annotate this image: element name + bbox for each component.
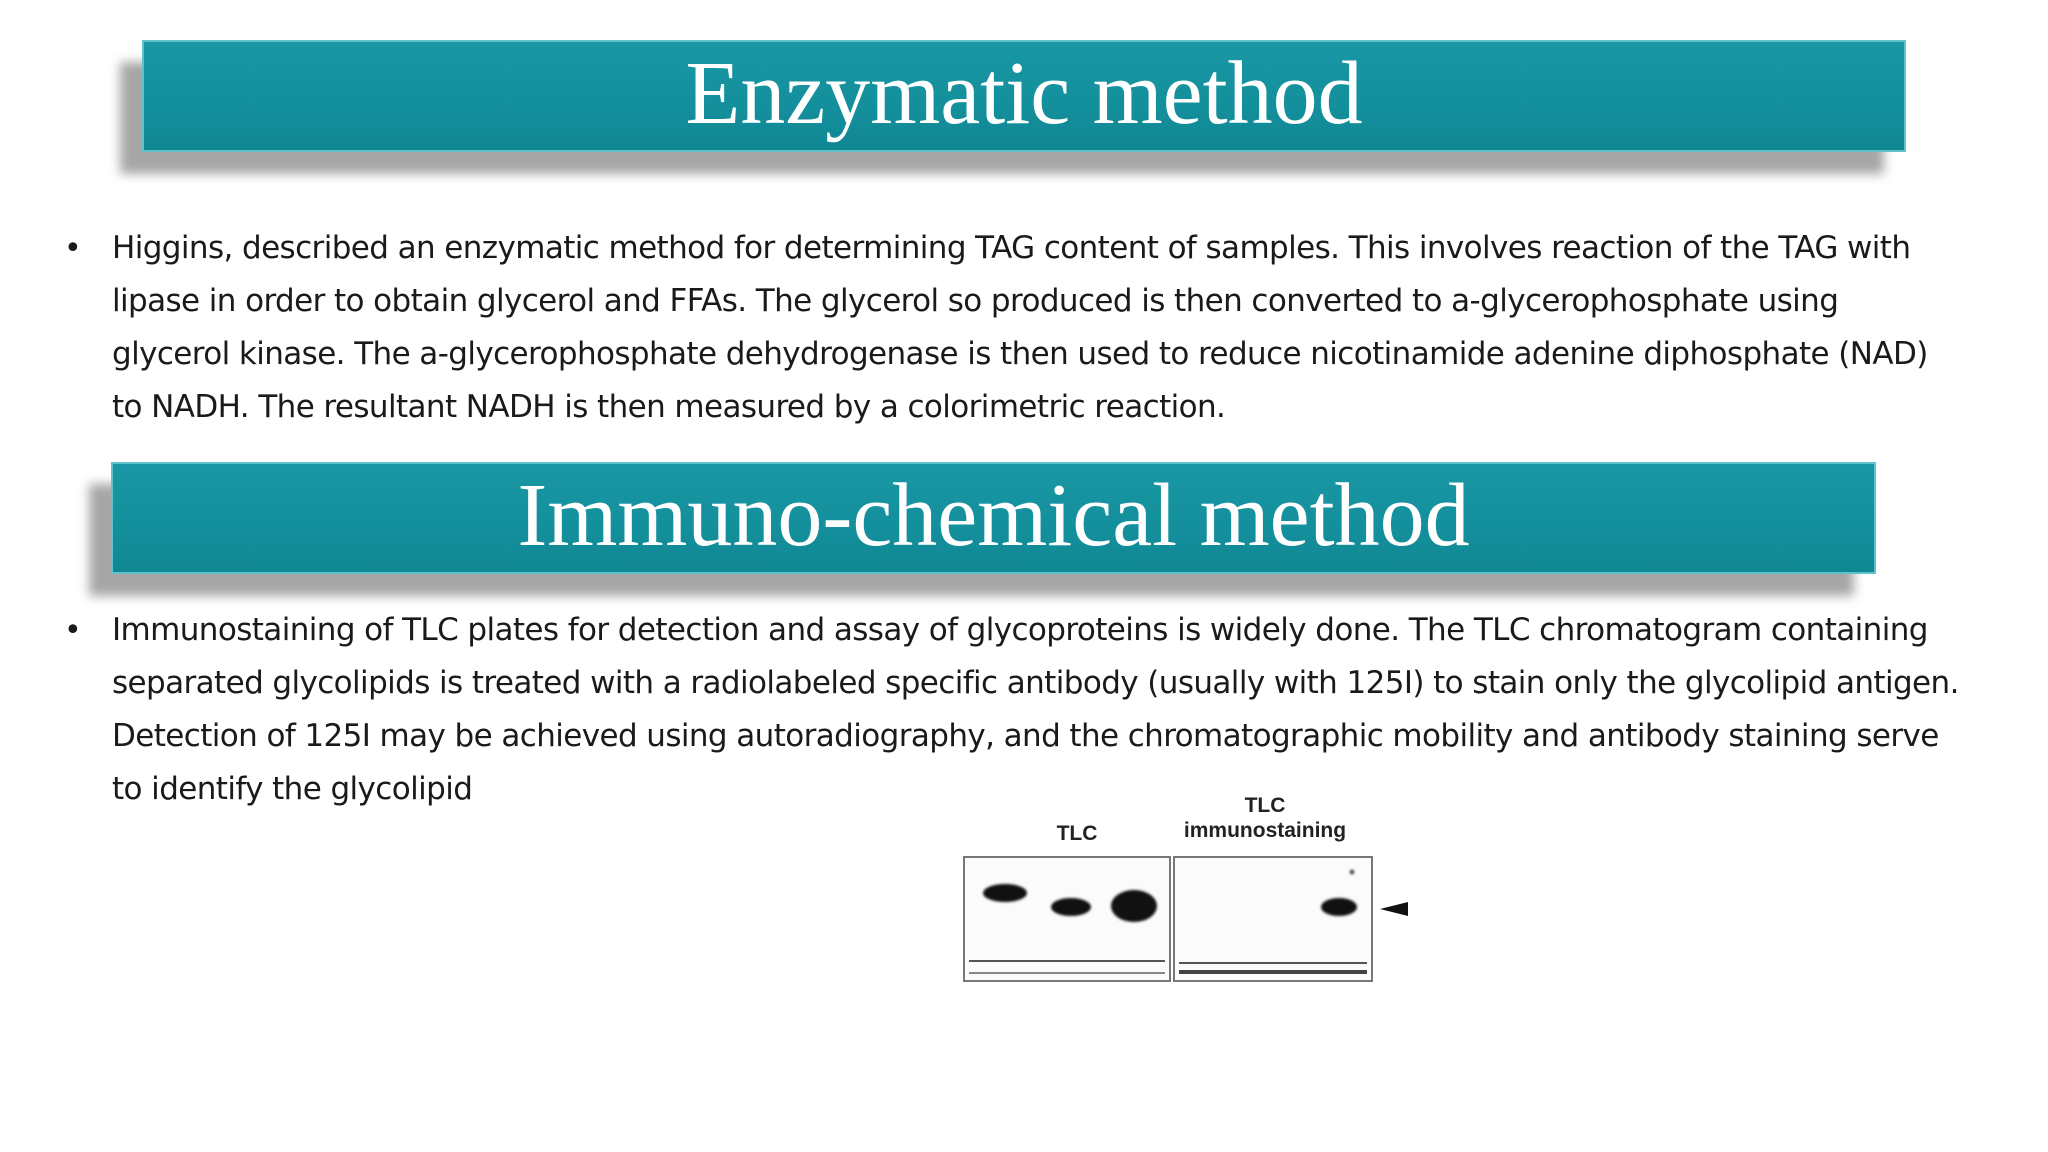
tlc-baseline — [969, 960, 1165, 962]
section-title-bar-enzymatic: Enzymatic method — [142, 40, 1906, 152]
bullet-text-immuno: Immunostaining of TLC plates for detecti… — [112, 612, 1959, 807]
bullet-icon: • — [64, 613, 82, 648]
figure-label-immuno-line2: immunostaining — [1183, 819, 1347, 842]
immunostain-baseline — [1179, 962, 1367, 964]
section-title-immuno: Immuno-chemical method — [517, 466, 1470, 565]
figure-label-tlc: TLC — [1056, 822, 1098, 845]
immunostain-spot — [1321, 898, 1357, 916]
tlc-spot — [983, 884, 1027, 902]
bullet-item-enzymatic: • Higgins, described an enzymatic method… — [60, 222, 1960, 434]
bullet-text-enzymatic: Higgins, described an enzymatic method f… — [112, 230, 1928, 425]
tlc-figure: TLC TLC immunostaining — [955, 788, 1415, 988]
immunostain-dot — [1350, 870, 1354, 874]
figure-label-immuno-line1: TLC — [1244, 794, 1286, 817]
arrowhead-icon — [1380, 902, 1408, 916]
bullet-item-immuno: • Immunostaining of TLC plates for detec… — [60, 604, 1960, 816]
tlc-origin-line — [969, 972, 1165, 974]
tlc-plate-panel — [963, 856, 1171, 982]
bullet-icon: • — [64, 231, 82, 266]
tlc-spot — [1111, 890, 1157, 922]
section-title-enzymatic: Enzymatic method — [685, 44, 1363, 143]
immunostain-origin-line — [1179, 970, 1367, 974]
section-title-bar-immuno: Immuno-chemical method — [111, 462, 1876, 574]
immunostaining-plate-panel — [1173, 856, 1373, 982]
tlc-spot — [1051, 898, 1091, 916]
